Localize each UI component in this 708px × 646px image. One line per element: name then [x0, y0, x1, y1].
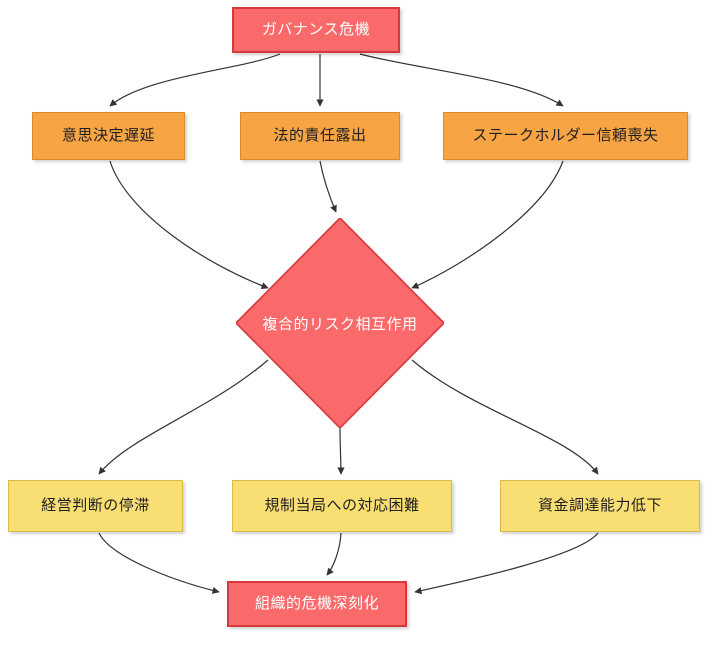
edge-compound-to-regulator: [337, 427, 345, 475]
node-management-decision-stagnation[interactable]: 経営判断の停滞: [8, 480, 183, 532]
node-stakeholder-trust-loss[interactable]: ステークホルダー信頼喪失: [443, 112, 688, 160]
node-label: 法的責任露出: [273, 127, 367, 144]
edge-funding-to-deepening: [414, 532, 599, 595]
edge-stagnation-to-deepening: [98, 532, 220, 594]
edge-root-to-stakeholder: [359, 53, 564, 107]
node-label: 資金調達能力低下: [537, 497, 662, 514]
node-label: 規制当局への対応困難: [264, 497, 420, 514]
node-label: 経営判断の停滞: [41, 497, 150, 514]
node-regulator-response-difficulty[interactable]: 規制当局への対応困難: [232, 480, 452, 532]
node-compound-risk-interaction[interactable]: 複合的リスク相互作用: [236, 218, 444, 428]
edge-regulator-to-deepening: [326, 532, 342, 576]
node-label: ガバナンス危機: [261, 21, 371, 38]
node-funding-capacity-decline[interactable]: 資金調達能力低下: [500, 480, 700, 532]
diamond-shape: [236, 218, 444, 428]
edge-legal-to-compound: [319, 160, 337, 213]
node-label: ステークホルダー信頼喪失: [472, 127, 659, 144]
node-organizational-crisis-deepening[interactable]: 組織的危機深刻化: [227, 581, 407, 627]
node-legal-liability-exposure[interactable]: 法的責任露出: [240, 112, 400, 160]
edge-root-to-delay: [109, 53, 281, 107]
node-label: 組織的危機深刻化: [254, 595, 379, 612]
node-governance-crisis[interactable]: ガバナンス危機: [232, 7, 400, 53]
node-label: 意思決定遅延: [61, 127, 155, 144]
node-decision-delay[interactable]: 意思決定遅延: [32, 112, 185, 160]
